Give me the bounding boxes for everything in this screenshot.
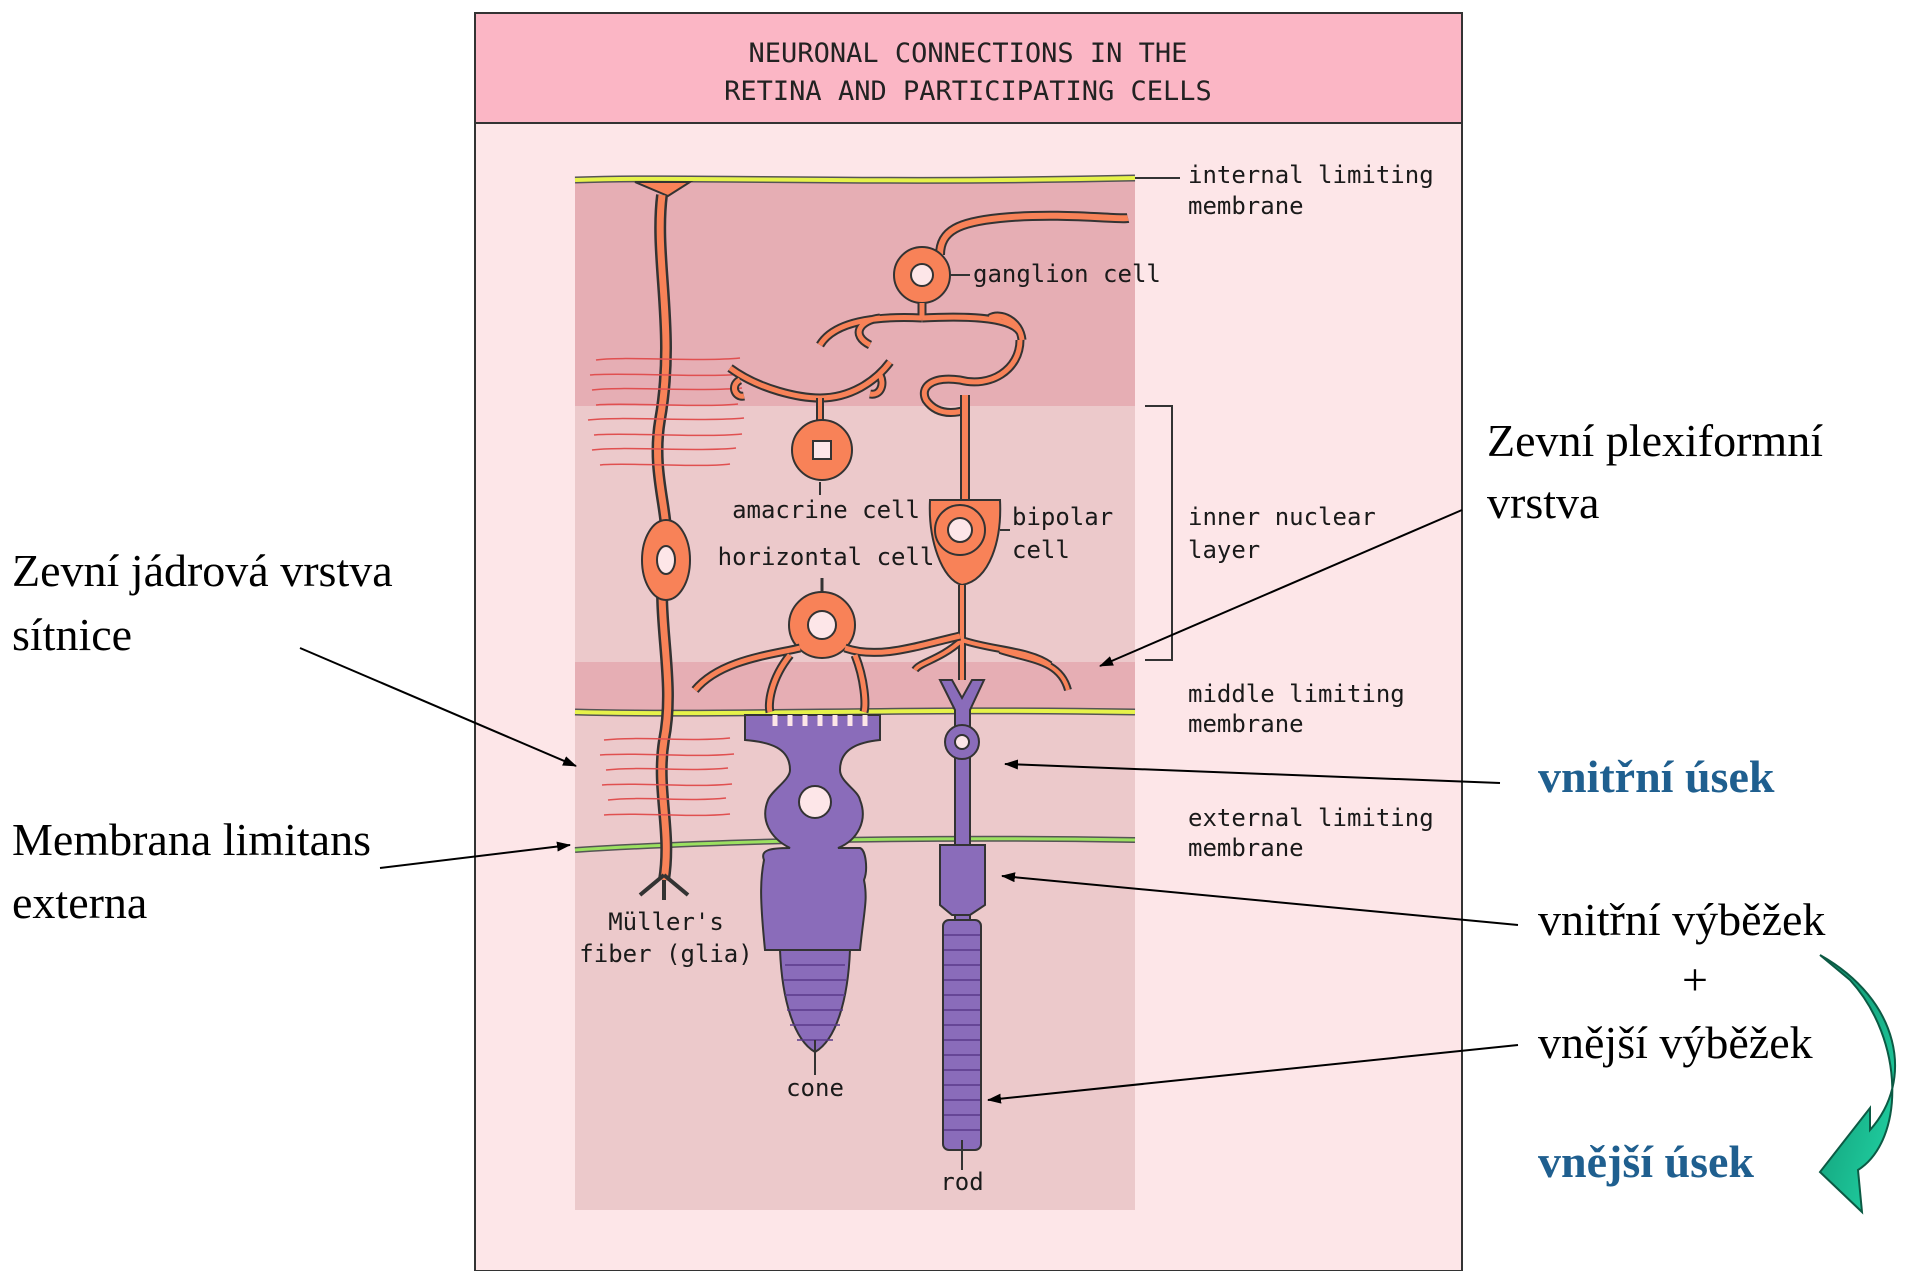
label-external-limiting: external limiting	[1188, 804, 1434, 832]
annotation-membrana: Membrana limitans	[12, 814, 371, 865]
label-external-limiting-2: membrane	[1188, 834, 1304, 862]
label-inner-nuclear: inner nuclear	[1188, 503, 1376, 531]
label-amacrine-cell: amacrine cell	[732, 496, 920, 524]
figure-title-line1: NEURONAL CONNECTIONS IN THE	[749, 38, 1188, 69]
label-muller-fiber: Müller's	[608, 908, 724, 936]
annotation-inner-process: vnitřní výběžek	[1538, 894, 1825, 945]
annotation-outer-segment: vnější úsek	[1538, 1136, 1754, 1187]
label-horizontal-cell: horizontal cell	[718, 543, 935, 571]
annotation-inner-segment: vnitřní úsek	[1538, 751, 1775, 802]
label-muller-fiber-2: fiber (glia)	[579, 940, 752, 968]
annotation-outer-plexiform-2: vrstva	[1487, 477, 1599, 528]
annotation-outer-plexiform: Zevní plexiformní	[1487, 415, 1823, 466]
label-bipolar: bipolar	[1012, 503, 1113, 531]
curved-arrow-icon	[1820, 955, 1895, 1212]
label-bipolar-2: cell	[1012, 536, 1070, 564]
label-cone: cone	[786, 1074, 844, 1102]
annotation-membrana-2: externa	[12, 877, 147, 928]
label-internal-limiting: internal limiting	[1188, 161, 1434, 189]
label-rod: rod	[940, 1168, 983, 1196]
label-middle-limiting-2: membrane	[1188, 710, 1304, 738]
label-inner-nuclear-2: layer	[1188, 536, 1260, 564]
annotation-outer-nuclear: Zevní jádrová vrstva	[12, 545, 393, 596]
label-ganglion-cell: ganglion cell	[973, 260, 1161, 288]
annotation-outer-process: vnější výběžek	[1538, 1017, 1813, 1068]
annotation-outer-nuclear-2: sítnice	[12, 609, 132, 660]
annotation-plus: +	[1682, 954, 1708, 1005]
figure-title-line2: RETINA AND PARTICIPATING CELLS	[724, 76, 1212, 107]
label-middle-limiting: middle limiting	[1188, 680, 1405, 708]
label-internal-limiting-2: membrane	[1188, 192, 1304, 220]
